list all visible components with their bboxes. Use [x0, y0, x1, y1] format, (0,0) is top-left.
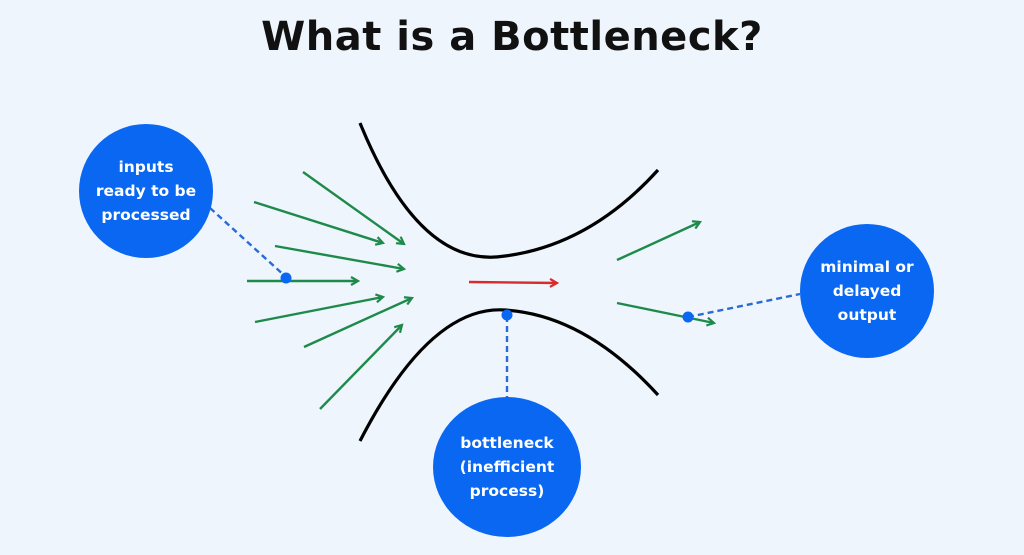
- inputs-label-line: processed: [101, 206, 191, 224]
- inputs-bubble: inputs ready to be processed: [79, 124, 213, 258]
- input-flow-arrows: [247, 171, 412, 410]
- diagram-title: What is a Bottleneck?: [261, 14, 763, 60]
- output-label-line: delayed: [832, 282, 902, 300]
- callout-connectors: [209, 207, 801, 398]
- output-label-line: minimal or: [820, 258, 914, 276]
- inputs-label-line: inputs: [118, 158, 174, 176]
- connector-dots: [280, 272, 694, 323]
- bottleneck-label-line: process): [469, 482, 545, 500]
- inputs-label-line: ready to be: [95, 182, 197, 200]
- output-flow-arrows: [616, 222, 714, 323]
- funnel-top-curve: [358, 122, 660, 259]
- bottleneck-label-line: (inefficient: [459, 458, 555, 476]
- output-bubble: minimal or delayed output: [800, 224, 934, 358]
- bottleneck-bubble: bottleneck (inefficient process): [433, 397, 581, 537]
- bottleneck-flow-arrow: [468, 282, 557, 283]
- bottleneck-label-line: bottleneck: [460, 434, 554, 452]
- output-label-line: output: [837, 306, 897, 324]
